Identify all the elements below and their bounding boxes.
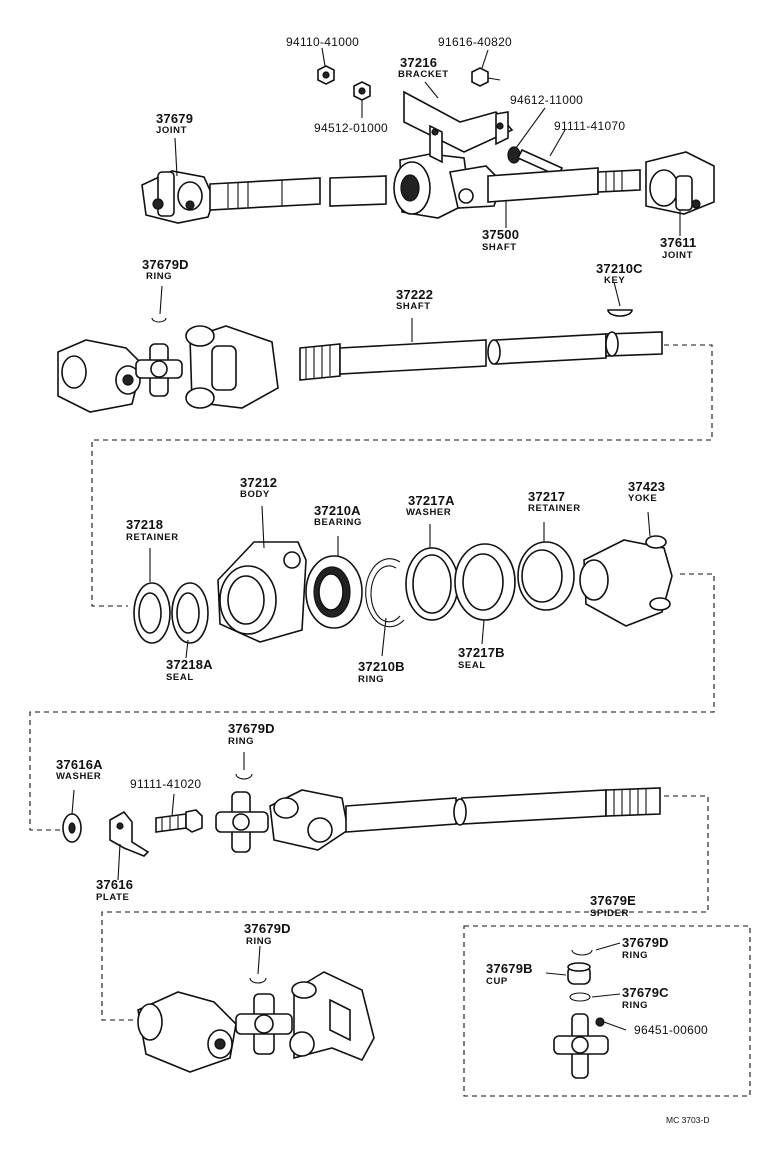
label-37679B: 37679B — [486, 961, 533, 976]
ring-37679D-d-drawing — [571, 949, 593, 956]
retainer-37218-drawing — [133, 582, 171, 644]
yoke-37423-drawing — [579, 535, 673, 627]
label-bracket: BRACKET — [398, 69, 449, 80]
label-91111-41070: 91111-41070 — [554, 119, 626, 133]
label-retainer-b: RETAINER — [126, 532, 179, 543]
label-ring-c: RING — [228, 736, 255, 747]
label-94612-11000: 94612-11000 — [510, 93, 584, 107]
retainer-37217-drawing — [517, 541, 575, 611]
joint-37611-drawing — [645, 151, 715, 215]
ring-37679C-drawing — [569, 992, 591, 1002]
ring-37210B-drawing — [365, 558, 405, 628]
label-37217A: 37217A — [408, 493, 455, 508]
label-37423: 37423 — [628, 479, 666, 494]
key-37210C-drawing — [607, 309, 633, 317]
cup-37679B-drawing — [567, 962, 591, 985]
label-37679: 37679 — [156, 111, 194, 126]
spider-drawing-a — [135, 343, 183, 397]
flange-yoke-drawing — [289, 971, 375, 1062]
label-ring-e: RING — [622, 950, 649, 961]
joint-37679-drawing — [141, 170, 215, 224]
yoke-end-drawing — [57, 339, 143, 413]
label-joint-b: JOINT — [662, 250, 693, 261]
shaft-37500-drawing — [209, 175, 387, 211]
rear-shaft-drawing — [487, 167, 641, 203]
spider-kit-drawing — [553, 1013, 609, 1079]
label-94512-01000: 94512-01000 — [314, 121, 389, 135]
label-37218A: 37218A — [166, 657, 213, 672]
spider-drawing-b — [215, 791, 269, 853]
label-37210A: 37210A — [314, 503, 361, 518]
label-bearing: BEARING — [314, 517, 363, 528]
spider-drawing-c — [235, 993, 293, 1055]
ring-37679D-c-drawing — [249, 977, 267, 984]
label-cup: CUP — [486, 976, 508, 987]
label-ring-d: RING — [246, 936, 273, 947]
body-37212-drawing — [217, 541, 307, 643]
label-37616: 37616 — [96, 877, 134, 892]
bracket-37216-drawing — [403, 90, 514, 164]
label-37679D-c: 37679D — [244, 921, 291, 936]
seal-37218A-drawing — [171, 582, 209, 644]
label-washer-b: WASHER — [56, 771, 102, 782]
label-retainer-a: RETAINER — [528, 503, 581, 514]
center-bearing-assembly-drawing — [393, 153, 503, 219]
bearing-37210A-drawing — [305, 555, 363, 629]
washer-37217A-drawing — [405, 547, 459, 621]
label-37217: 37217 — [528, 489, 566, 504]
washer-37616A-drawing — [62, 813, 82, 843]
label-seal-b: SEAL — [458, 660, 486, 671]
label-joint-a: JOINT — [156, 125, 187, 136]
label-37210B: 37210B — [358, 659, 405, 674]
label-key: KEY — [604, 275, 626, 286]
nut-94512-drawing — [353, 81, 371, 101]
label-37222: 37222 — [396, 287, 434, 302]
label-94110-41000: 94110-41000 — [286, 35, 360, 49]
label-37216: 37216 — [400, 55, 438, 70]
washer-94612-drawing — [507, 146, 521, 164]
label-37210C: 37210C — [596, 261, 643, 276]
label-37679D-d: 37679D — [622, 935, 669, 950]
plate-37616-drawing — [109, 810, 150, 857]
label-37679E: 37679E — [590, 893, 637, 908]
bolt-91616-drawing — [471, 67, 501, 87]
label-ring-b: RING — [358, 674, 385, 685]
label-96451-00600: 96451-00600 — [634, 1023, 709, 1037]
slip-yoke-drawing — [185, 325, 279, 409]
label-37679D-b: 37679D — [228, 721, 275, 736]
label-37212: 37212 — [240, 475, 278, 490]
label-37611: 37611 — [660, 235, 697, 250]
label-seal-a: SEAL — [166, 672, 194, 683]
label-washer-a: WASHER — [406, 507, 452, 518]
label-yoke: YOKE — [628, 493, 658, 504]
label-37218: 37218 — [126, 517, 164, 532]
label-37679D-a: 37679D — [142, 257, 189, 272]
diagram-code: MC 3703-D — [666, 1115, 710, 1125]
ring-37679D-a-drawing — [151, 317, 167, 323]
front-shaft-drawing — [269, 787, 661, 851]
label-37217B: 37217B — [458, 645, 505, 660]
label-ring-f: RING — [622, 1000, 649, 1011]
universal-yoke-drawing — [137, 991, 237, 1073]
label-ring-a: RING — [146, 271, 173, 282]
label-37500: 37500 — [482, 227, 520, 242]
label-37679C: 37679C — [622, 985, 669, 1000]
label-shaft-a: SHAFT — [482, 242, 517, 253]
label-37616A: 37616A — [56, 757, 103, 772]
seal-37217B-drawing — [454, 543, 516, 621]
label-shaft-b: SHAFT — [396, 301, 431, 312]
label-spider: SPIDER — [590, 908, 629, 919]
nut-94110-drawing — [317, 65, 335, 85]
label-body: BODY — [240, 489, 270, 500]
ring-37679D-b-drawing — [235, 773, 253, 780]
label-91616-40820: 91616-40820 — [438, 35, 513, 49]
label-91111-41020: 91111-41020 — [130, 777, 202, 791]
label-plate: PLATE — [96, 892, 130, 903]
shaft-37222-drawing — [299, 331, 663, 381]
bolt-91111-41020-drawing — [155, 809, 203, 833]
